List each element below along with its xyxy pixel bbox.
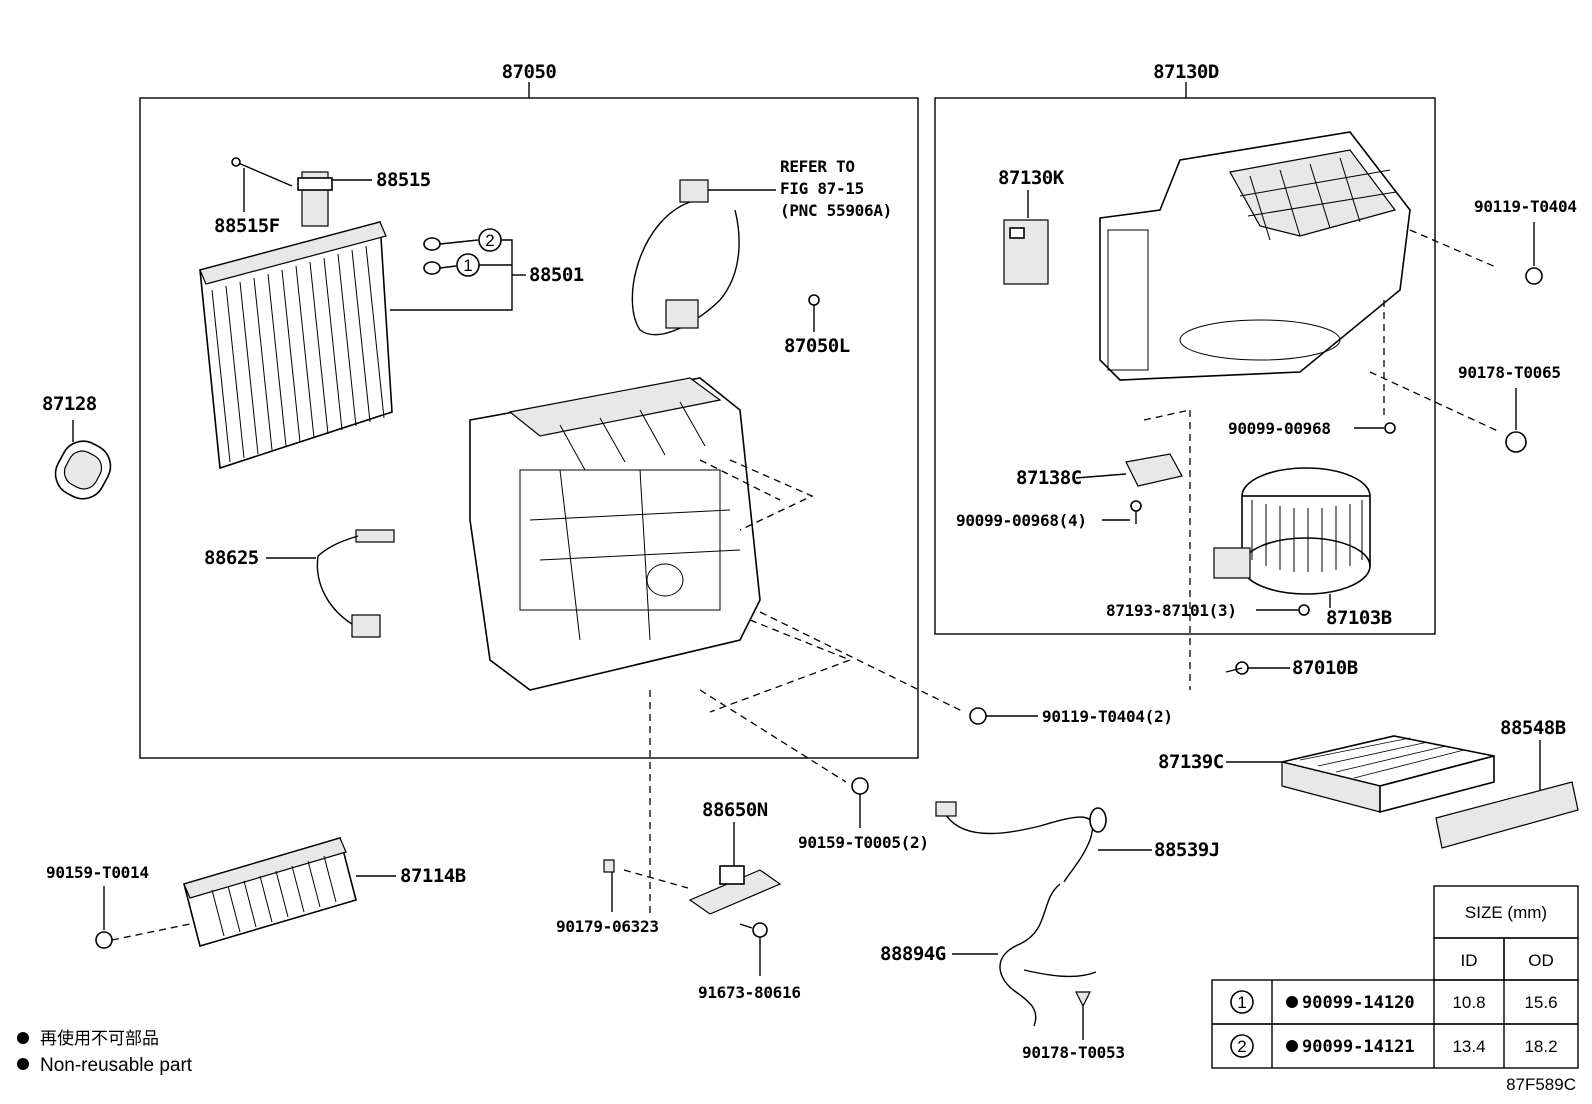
expansion-valve-drawing [231,157,333,227]
label-88625[interactable]: 88625 [204,547,259,569]
label-87138C[interactable]: 87138C [1016,467,1082,489]
label-87130K[interactable]: 87130K [998,167,1065,189]
size-row-1-marker [1230,990,1254,1014]
label-91673-80616[interactable]: 91673-80616 [698,983,801,1002]
non-reusable-dot-icon-row-2 [1286,1040,1298,1052]
label-87130D[interactable]: 87130D [1153,61,1219,83]
label-90159-T0005-2[interactable]: 90159-T0005(2) [798,833,929,852]
label-88894G[interactable]: 88894G [880,943,946,965]
screw-87050L-drawing [808,294,820,332]
label-88501[interactable]: 88501 [529,264,584,286]
screw-87193-87101-icon [1298,604,1310,616]
screw-90119-T0404-icon [1525,267,1543,285]
size-table [1211,885,1579,1069]
size-row-1-od: 15.6 [1524,993,1557,1012]
callout-1-text: 1 [463,256,472,275]
size-row-1-mark: 1 [1237,993,1246,1012]
size-row-1-id: 10.8 [1452,993,1485,1012]
label-87050[interactable]: 87050 [502,61,557,83]
non-reusable-dot-icon-2 [17,1058,29,1070]
figure-code: 87F589C [1506,1075,1576,1094]
resistor-87138C-drawing [1125,453,1183,487]
label-87103B[interactable]: 87103B [1326,607,1392,629]
screw-90159-T0014-icon [95,931,113,949]
clip-90178-T0065-icon [1505,431,1527,453]
clip-90178-T0053-icon [1075,991,1091,1008]
bracket-88650N-drawing [688,865,782,915]
label-90178-T0053[interactable]: 90178-T0053 [1022,1043,1125,1062]
label-88539J[interactable]: 88539J [1154,839,1220,861]
refer-line-3[interactable]: (PNC 55906A) [780,201,892,220]
legend-japanese: 再使用不可部品 [40,1028,159,1048]
servo-motor-harness-drawing [631,179,740,336]
screw-90119-T0404-2-icon [969,707,987,725]
label-90119-T0404-2[interactable]: 90119-T0404(2) [1042,707,1173,726]
legend-english: Non-reusable part [40,1055,193,1076]
refer-line-1: REFER TO [780,157,855,176]
o-rings-drawing [423,237,441,275]
label-87193-87101-3[interactable]: 87193-87101(3) [1106,601,1237,620]
label-87114B[interactable]: 87114B [400,865,466,887]
label-88515[interactable]: 88515 [376,169,431,191]
label-90099-00968[interactable]: 90099-00968 [1228,419,1331,438]
heater-unit-case-drawing [469,377,761,691]
non-reusable-dot-icon-row-1 [1286,996,1298,1008]
label-87050L[interactable]: 87050L [784,335,850,357]
heater-core-drawing [183,836,357,948]
actuator-87130K-drawing [1003,219,1049,285]
pipe-88539J-drawing [935,801,1107,883]
size-row-1-part[interactable]: 90099-14120 [1302,993,1415,1013]
cabin-filter-drawing [1281,735,1495,814]
clip-90179-06323-icon [603,859,615,873]
non-reusable-dot-icon [17,1032,29,1044]
screw-91673-80616-icon [752,922,768,938]
callout-2-text: 2 [485,231,494,250]
label-88650N[interactable]: 88650N [702,799,768,821]
size-table-header: SIZE (mm) [1465,903,1547,922]
pipe-88894G-drawing [999,883,1097,1027]
blower-case-drawing [1099,131,1411,381]
assembly-box-87130D [934,97,1436,635]
label-90179-06323[interactable]: 90179-06323 [556,917,659,936]
size-row-2-marker [1230,1034,1254,1058]
label-90178-T0065[interactable]: 90178-T0065 [1458,363,1561,382]
label-87139C[interactable]: 87139C [1158,751,1224,773]
screw-90099-00968-4-icon [1130,500,1142,512]
label-90119-T0404[interactable]: 90119-T0404 [1474,197,1577,216]
label-90159-T0014[interactable]: 90159-T0014 [46,863,149,882]
size-table-col-id: ID [1461,951,1478,970]
label-88515F[interactable]: 88515F [214,215,280,237]
size-row-2-id: 13.4 [1452,1037,1485,1056]
refer-line-2[interactable]: FIG 87-15 [780,179,864,198]
screw-90099-00968-icon [1384,422,1396,434]
evaporator-core-drawing [199,220,393,470]
label-87128[interactable]: 87128 [42,393,97,415]
label-87010B[interactable]: 87010B [1292,657,1358,679]
size-row-2-mark: 2 [1237,1037,1246,1056]
filter-cover-drawing [1435,781,1579,849]
size-row-2-part[interactable]: 90099-14121 [1302,1037,1415,1057]
screw-90159-T0005-icon [851,777,869,795]
size-table-col-od: OD [1528,951,1554,970]
label-90099-00968-4[interactable]: 90099-00968(4) [956,511,1087,530]
sensor-88625-drawing [316,529,395,638]
size-row-2-od: 18.2 [1524,1037,1557,1056]
label-88548B[interactable]: 88548B [1500,717,1566,739]
blower-motor-drawing [1213,467,1371,595]
grommet-87128-drawing [54,440,112,500]
